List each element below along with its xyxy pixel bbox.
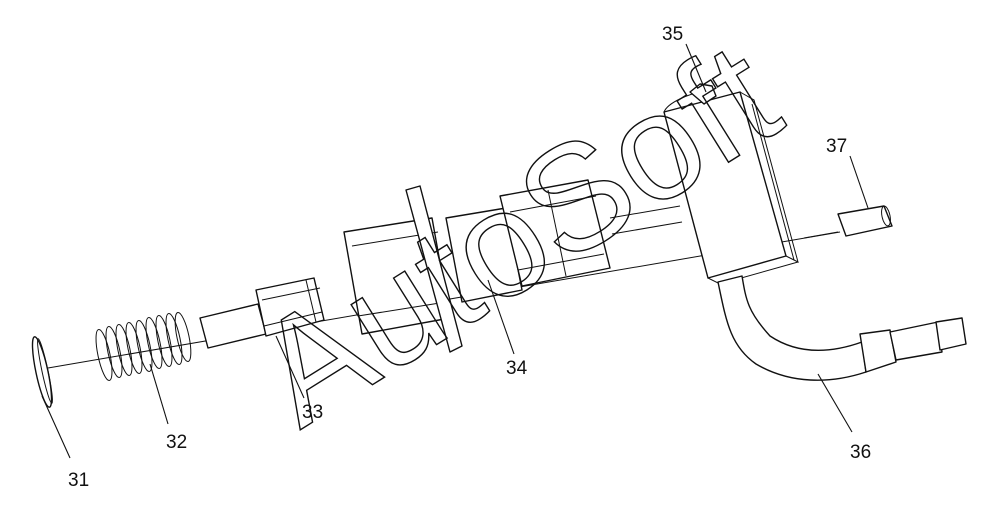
part-36-pipe [717,275,967,381]
callout-37: 37 [826,136,847,157]
part-37-pin [803,205,893,239]
callout-34: 34 [506,358,528,379]
part-34-valve-body [343,179,683,353]
callout-36: 36 [850,442,871,463]
leader-31 [41,395,71,459]
leader-lines [41,43,869,459]
leader-35 [685,43,707,93]
callout-35: 35 [662,24,683,45]
callout-31: 31 [68,470,89,491]
leader-32 [149,363,169,425]
part-31-washer [31,336,53,408]
leader-34 [487,279,515,355]
callout-32: 32 [166,432,187,453]
leader-33 [275,335,305,399]
leader-37 [849,155,869,209]
callout-33: 33 [302,402,323,423]
leader-36 [817,373,853,433]
part-33-plunger [199,277,325,349]
part-32-spring [95,312,192,381]
